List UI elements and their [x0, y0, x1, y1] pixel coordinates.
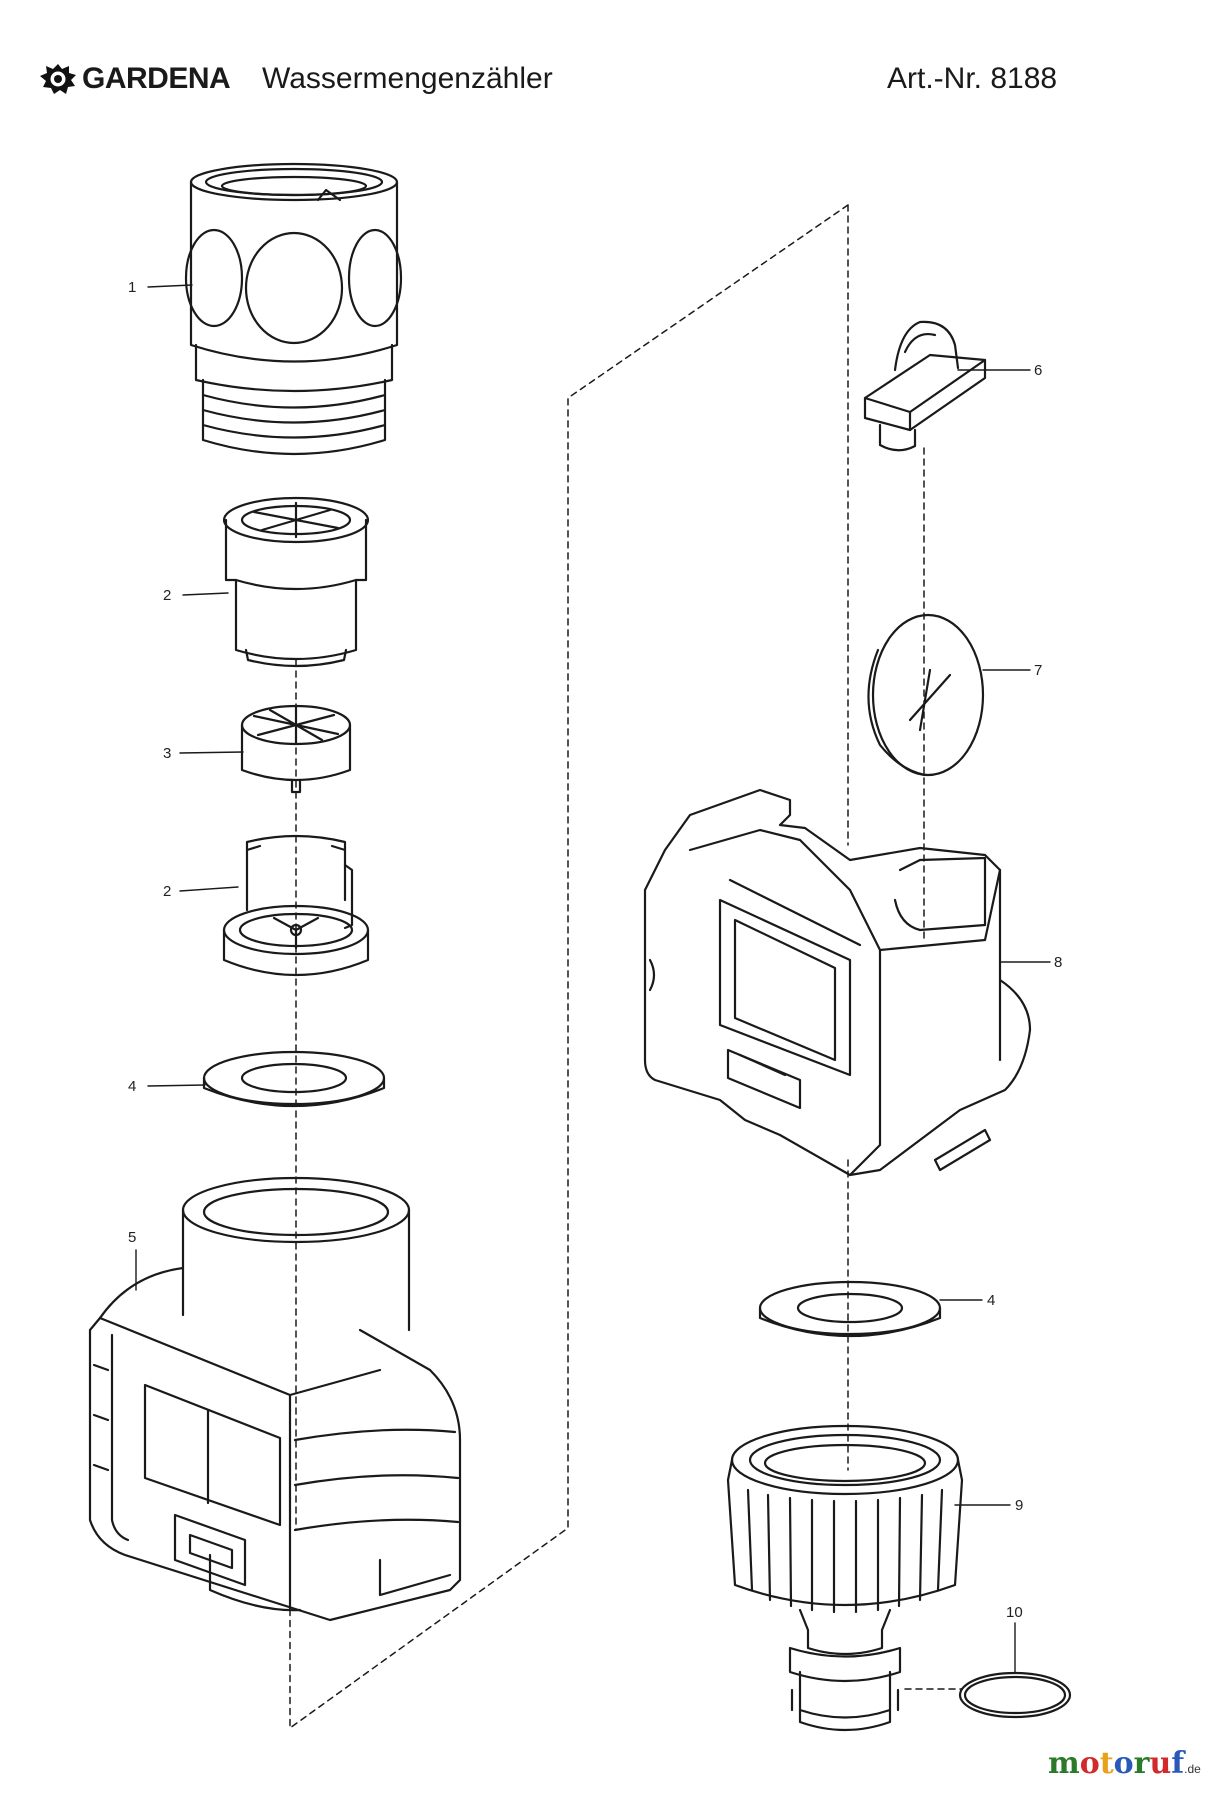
- part-4-left-washer: [202, 1050, 386, 1108]
- part-1-coupling: [184, 162, 403, 456]
- watermark-letter: o: [1079, 1746, 1100, 1781]
- part-2-lower-valve: [222, 834, 370, 977]
- gardena-gear-icon: [40, 64, 76, 94]
- header: GARDENA Wassermengenzähler Art.-Nr. 8188: [0, 0, 1209, 140]
- motoruf-watermark: motoruf.de: [1048, 1746, 1201, 1781]
- watermark-letter: o: [1113, 1746, 1134, 1781]
- part-label-1: 1: [128, 279, 136, 296]
- part-2-upper-valve: [222, 496, 370, 668]
- brand-name: GARDENA: [82, 62, 231, 95]
- watermark-letter: r: [1133, 1746, 1150, 1781]
- part-label-6: 6: [1034, 362, 1042, 379]
- part-label-4-left: 4: [128, 1078, 136, 1095]
- part-label-4-right: 4: [987, 1292, 995, 1309]
- part-9-tap-connector: [726, 1424, 964, 1732]
- part-label-2-upper: 2: [163, 587, 171, 604]
- part-6-knob: [863, 320, 987, 452]
- part-label-9: 9: [1015, 1497, 1023, 1514]
- part-4-right-washer: [758, 1280, 942, 1338]
- watermark-letter: u: [1149, 1746, 1172, 1781]
- part-8-electronic-unit: [643, 788, 1032, 1177]
- part-10-o-ring: [958, 1671, 1072, 1719]
- part-7-display-cover: [867, 613, 985, 777]
- part-label-8: 8: [1054, 954, 1062, 971]
- gardena-logo: GARDENA: [38, 62, 231, 96]
- part-label-10: 10: [1006, 1604, 1023, 1621]
- assembly-axis-lines: [289, 204, 963, 1729]
- part-3-turbine: [240, 704, 352, 794]
- part-label-3: 3: [163, 745, 171, 762]
- part-5-meter-housing: [88, 1176, 462, 1622]
- article-number: Art.-Nr. 8188: [887, 62, 1058, 95]
- product-title: Wassermengenzähler: [262, 62, 553, 95]
- watermark-letter: f: [1171, 1746, 1185, 1781]
- watermark-letter: t: [1099, 1746, 1114, 1781]
- watermark-tld: .de: [1184, 1762, 1201, 1776]
- callout-leader-lines: [135, 284, 1051, 1674]
- part-label-2-lower: 2: [163, 883, 171, 900]
- watermark-letter: m: [1048, 1746, 1080, 1781]
- part-label-7: 7: [1034, 662, 1042, 679]
- part-label-5: 5: [128, 1229, 136, 1246]
